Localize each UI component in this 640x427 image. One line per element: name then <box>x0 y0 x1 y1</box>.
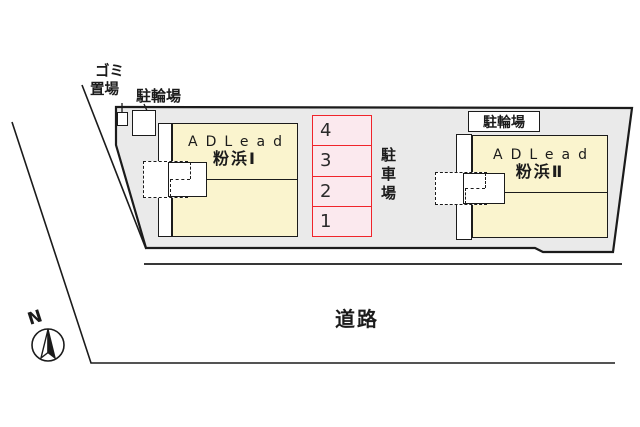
building1-entrance-step <box>170 179 190 197</box>
bicycle-parking-left-box <box>132 110 156 136</box>
road-label: 道路 <box>335 307 379 331</box>
building2-name-jp: 粉浜Ⅱ <box>515 161 565 181</box>
building2-upper-block: ADLead 粉浜Ⅱ <box>473 136 607 193</box>
bicycle-parking-left-label: 駐輪場 <box>136 87 182 105</box>
garbage-box <box>117 112 128 126</box>
compass-needle-east-icon <box>47 329 57 360</box>
parking-lot-label: 駐車場 <box>379 147 397 204</box>
building1-upper-block: ADLead 粉浜Ⅰ <box>173 124 297 180</box>
compass <box>31 328 65 362</box>
building2-entrance-step <box>485 173 486 188</box>
property-line <box>81 84 147 250</box>
parking-stall-number: 2 <box>320 180 332 202</box>
parking-stall: 1 <box>313 207 371 236</box>
garbage-area-label: ゴミ 置場 <box>90 63 124 99</box>
parking-stall: 2 <box>313 177 371 207</box>
bicycle-parking-right-label: 駐輪場 <box>483 114 525 131</box>
building2-entrance-step <box>465 188 485 204</box>
garbage-area-label-line2: 置場 <box>90 82 119 98</box>
parking-stall-number: 1 <box>320 210 332 232</box>
parking-stalls: 4 3 2 1 <box>312 115 372 237</box>
bicycle-parking-right-label-box: 駐輪場 <box>468 111 540 132</box>
parking-stall: 3 <box>313 146 371 177</box>
road-far-edge <box>11 121 615 364</box>
parking-stall: 4 <box>313 116 371 147</box>
parking-stall-number: 3 <box>320 150 332 172</box>
building1-name-jp: 粉浜Ⅰ <box>213 149 257 168</box>
parking-stall-number: 4 <box>320 120 332 142</box>
building2-name-en: ADLead <box>493 146 595 163</box>
building1-entrance-step <box>190 162 191 179</box>
building1-name-en: ADLead <box>188 134 290 150</box>
garbage-area-label-line1: ゴミ <box>95 64 124 80</box>
